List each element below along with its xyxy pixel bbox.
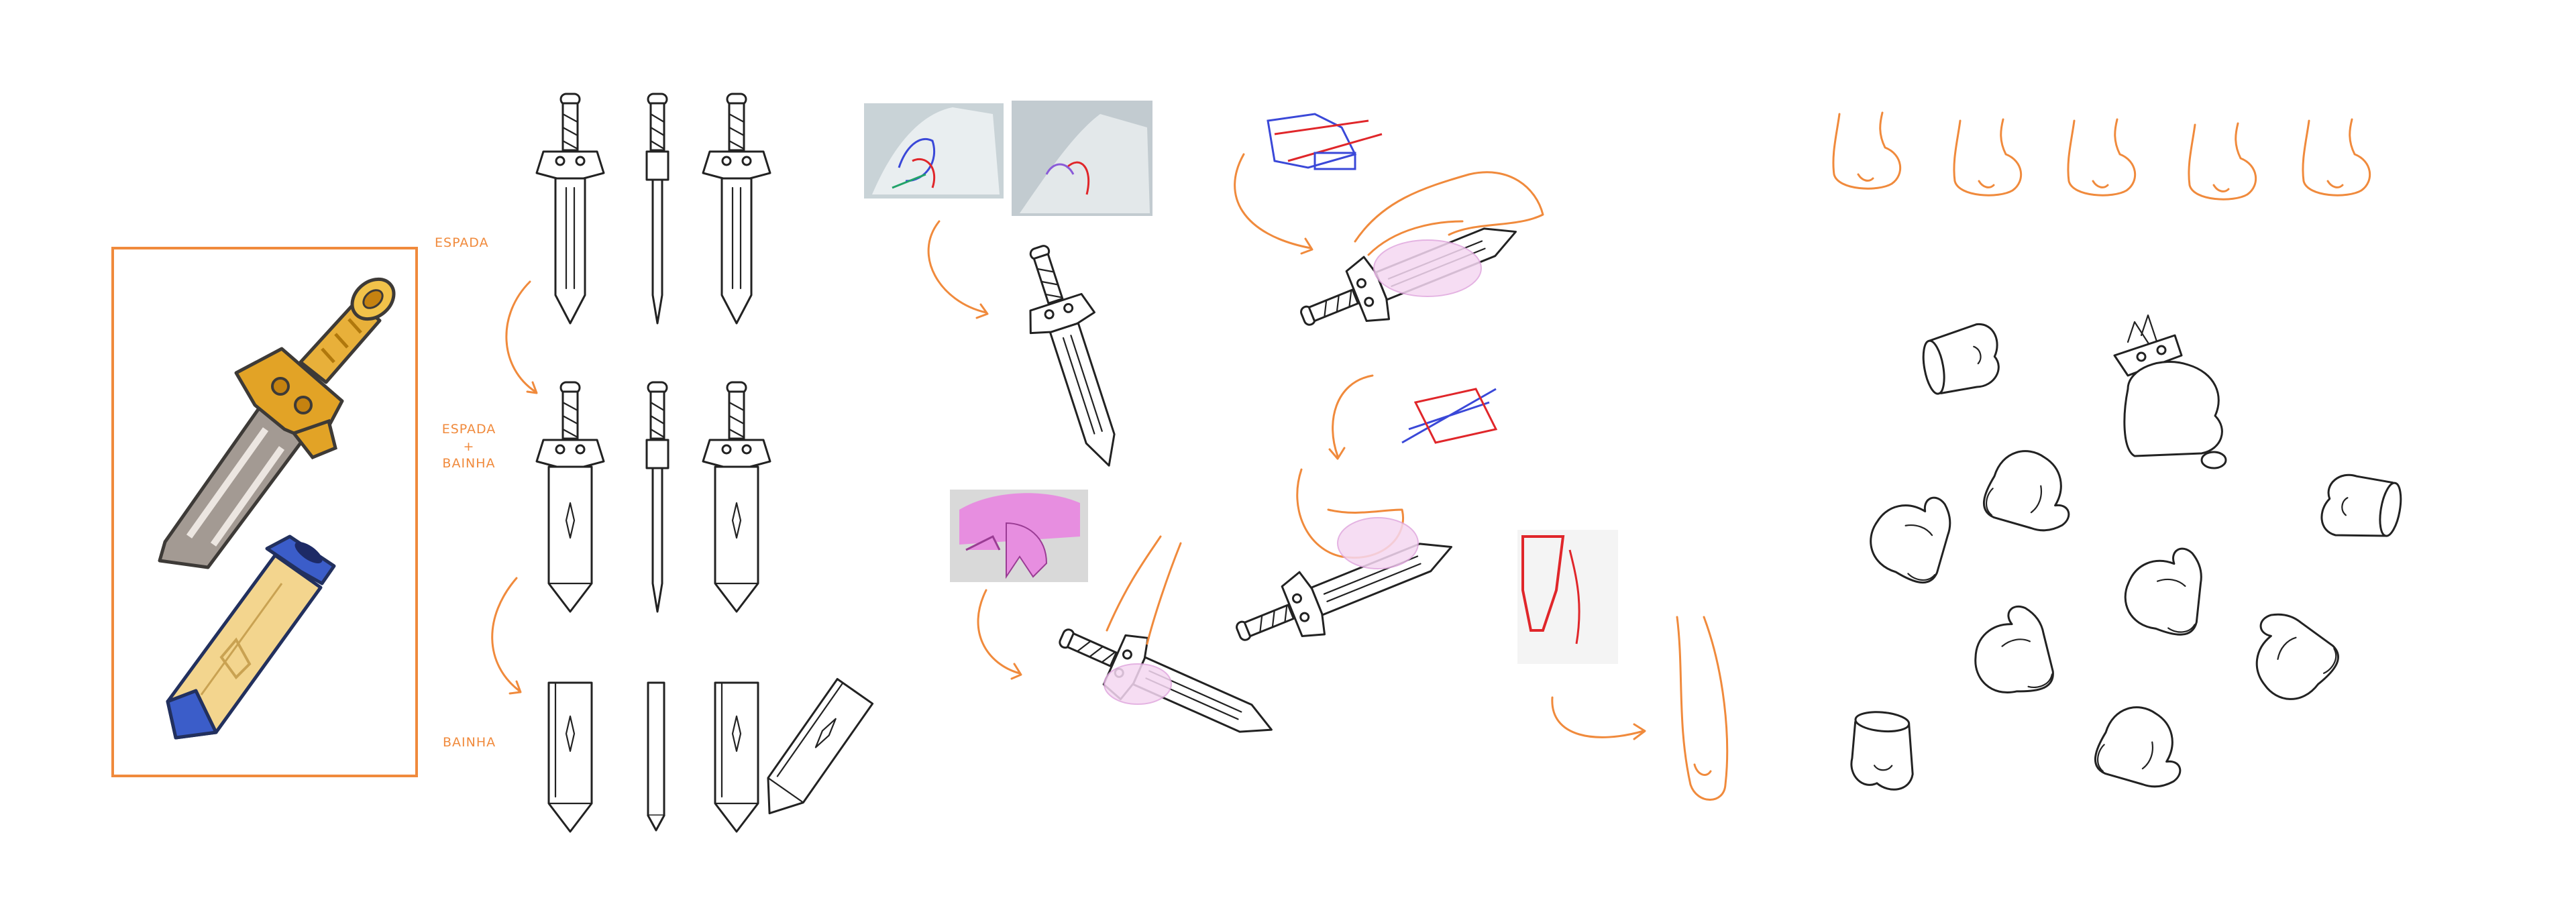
arrow-icon [491,577,521,692]
foot-side-sketch [1676,616,1729,801]
color-concept-frame [111,247,418,777]
hand-pose-5 [2118,539,2210,639]
arrow-icon [977,589,1021,675]
hand-pose-4 [2317,470,2406,547]
hand-pose-sheet [1848,314,2406,799]
hand-grip-sketch-1 [1104,535,1182,705]
hand-pose-sword-grip [2113,314,2227,469]
arrow-icon [927,220,987,314]
label-espada-bainha-line3: BAINHA [442,456,496,471]
hand-pose-8 [1848,709,1919,793]
sword-turnaround-row-2 [535,381,771,613]
hand-pose-6 [1966,601,2057,701]
colored-sword [158,277,396,569]
arrow-icon [505,280,537,393]
hand-pose-2 [1978,440,2086,543]
reference-frame-3 [950,490,1088,582]
reference-frame-1 [864,103,1004,199]
label-espada-bainha-line2: + [463,439,475,454]
reference-frame-5 [1395,373,1507,457]
hand-pose-7 [2230,600,2346,714]
label-espada-bainha-line1: ESPADA [441,422,496,437]
hand-pose-9 [2089,696,2198,799]
hand-pose-1 [1917,320,2006,397]
hand-pose-3 [1860,480,1962,589]
label-bainha: BAINHA [443,735,496,750]
arrow-icon [1234,153,1312,249]
reference-frame-2 [1012,101,1152,216]
reference-frame-6 [1517,530,1618,664]
scabbard-turnaround-row [547,677,874,833]
colored-scabbard [166,535,336,740]
sword-turnaround-row-1 [535,93,771,325]
arrow-icon [1551,696,1645,738]
reference-frame-4 [1260,107,1387,190]
sword-angle-sketch-1 [1005,235,1142,477]
leg-sketch-row [1832,111,2371,201]
label-espada: ESPADA [435,235,489,250]
hand-grip-sketch-3 [1296,468,1419,569]
hand-grip-sketch-2 [1354,171,1544,297]
label-espada-bainha: ESPADA + BAINHA [432,421,506,473]
arrow-icon [1332,374,1374,457]
